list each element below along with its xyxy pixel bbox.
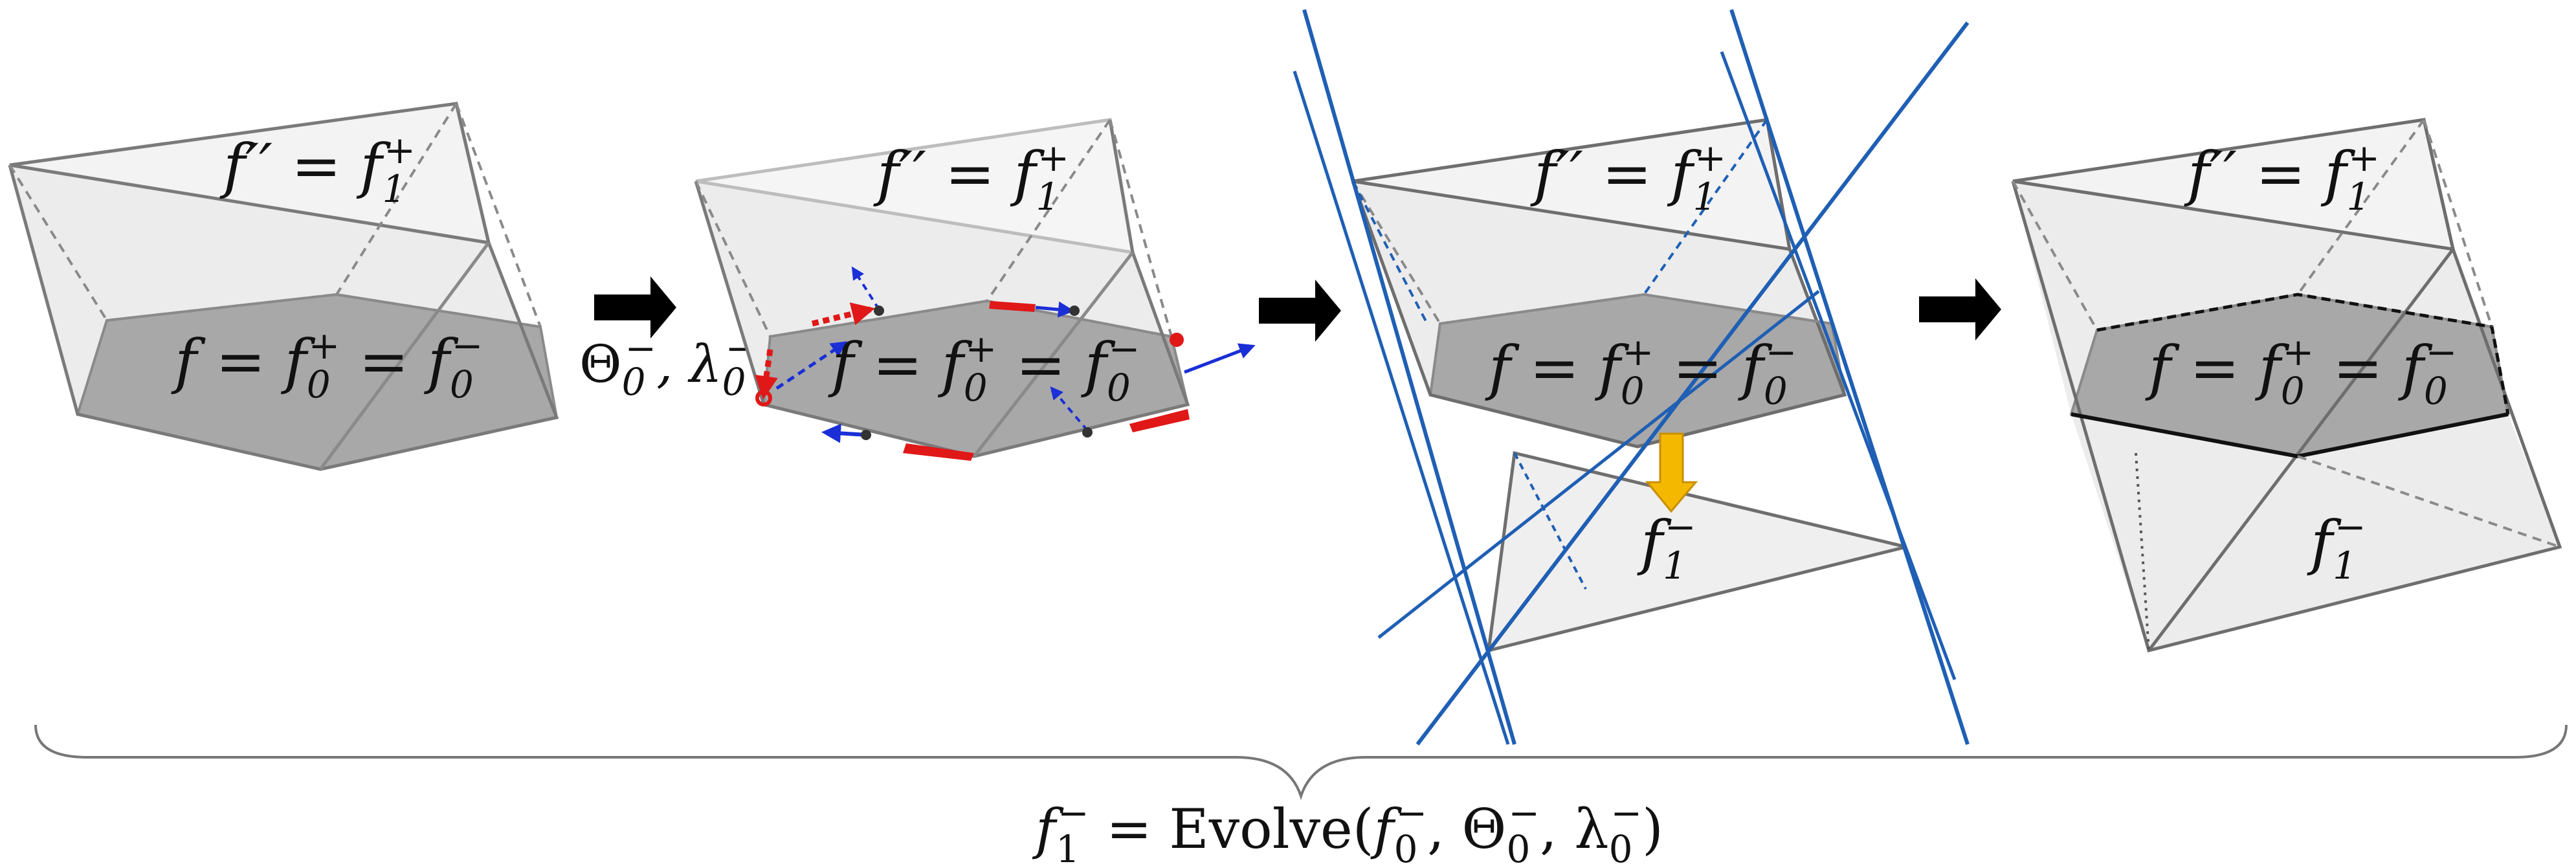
red-vector-5 <box>755 349 778 400</box>
panel-1-polyhedron <box>8 102 559 471</box>
panel-2-red-edge-vectors <box>755 301 1190 461</box>
red-vector-3 <box>989 301 1036 312</box>
panel-2-top-label: f′′ = f1+ <box>873 136 1069 219</box>
red-vector-1 <box>903 443 974 461</box>
panel-3-mid-label: f = f0+ = f0− <box>1485 330 1797 413</box>
blue-vector-4 <box>1050 386 1089 432</box>
panel-2-polyhedron <box>694 118 1190 458</box>
plane-line-4 <box>1729 9 1970 745</box>
panel-3-polyhedron <box>1351 118 1907 653</box>
panel-1-mid-label: f = f0+ = f0− <box>171 324 483 406</box>
operator-label: Θ0−, λ0− <box>579 326 757 404</box>
panel-4-bottom-label: f1− <box>2307 505 2366 588</box>
step-arrow-2 <box>1259 280 1341 342</box>
panel-2-mid-label: f = f0+ = f0− <box>828 327 1140 410</box>
red-vector-4 <box>811 302 875 327</box>
plane-line-6 <box>1377 290 1820 639</box>
blue-vector-6 <box>1035 301 1074 318</box>
red-node-1 <box>1170 333 1184 347</box>
red-node-2 <box>755 390 772 406</box>
plane-line-5 <box>1720 51 1957 680</box>
shift-down-arrow <box>1645 432 1698 513</box>
panel-1-top-label: f′′ = f1+ <box>219 128 416 211</box>
plane-line-1 <box>1302 9 1516 745</box>
panel-3-bottom-triangle <box>1487 450 1907 653</box>
blue-vector-2 <box>775 341 848 390</box>
underbrace <box>34 724 2568 801</box>
panel-3-cutting-planes <box>1293 9 1970 746</box>
panel-4-top-label: f′′ = f1+ <box>2184 136 2380 219</box>
blue-vector-3 <box>851 266 880 311</box>
vertex-dot-2 <box>1069 305 1080 316</box>
step-arrow-1 <box>594 276 676 339</box>
vertex-dot-4 <box>1082 427 1093 438</box>
blue-vector-1 <box>1184 343 1256 374</box>
red-vector-2 <box>1129 409 1190 432</box>
plane-line-2 <box>1293 71 1510 745</box>
blue-vector-5 <box>821 423 868 443</box>
plane-line-3 <box>1416 21 1970 746</box>
panel-3-top-label: f′′ = f1+ <box>1530 136 1726 219</box>
vertex-dot-1 <box>874 305 884 316</box>
panel-4-polyhedron <box>2011 118 2562 653</box>
panel-4-mid-label: f = f0+ = f0− <box>2145 330 2457 413</box>
panel-3-bottom-label: f1− <box>1637 505 1696 588</box>
evolve-formula: f1− = Evolve(f0−, Θ0−, λ0−) <box>1032 791 1663 866</box>
vertex-dot-3 <box>861 430 871 440</box>
step-arrow-3 <box>1919 278 2001 340</box>
panel-2-blue-normal-vectors <box>775 266 1256 443</box>
